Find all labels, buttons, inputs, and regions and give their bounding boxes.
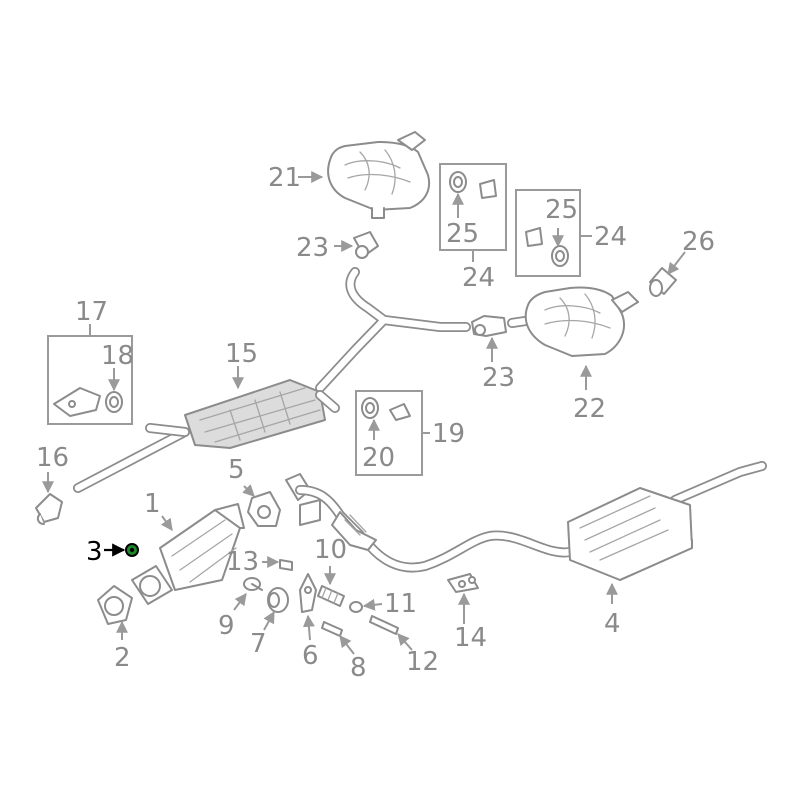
- callout-17: 17: [75, 297, 108, 327]
- front-exhaust-pipe: [285, 473, 377, 551]
- callout-23-lower: 23: [482, 363, 515, 393]
- clamp-part-23-lower: [471, 315, 507, 337]
- bushing-part-7: [267, 587, 289, 613]
- callout-20: 20: [362, 443, 395, 473]
- hanger-part-6: [299, 573, 317, 613]
- clip-part-19: [389, 403, 411, 421]
- main-exhaust-pipe: [360, 461, 767, 573]
- rubber-mount-part-25-right: [551, 245, 569, 267]
- y-pipe: [315, 267, 471, 393]
- callout-25-left: 25: [446, 219, 479, 249]
- main-muffler-part-4: [567, 487, 693, 581]
- callout-26: 26: [682, 227, 715, 257]
- callout-22: 22: [573, 394, 606, 424]
- callout-12: 12: [406, 647, 439, 677]
- callout-9: 9: [218, 611, 235, 641]
- bracket-part-14: [447, 573, 479, 593]
- center-muffler-part-15: [145, 379, 340, 449]
- callout-7: 7: [250, 629, 267, 659]
- bolt-part-8: [321, 621, 343, 637]
- callout-24-right: 24: [594, 222, 627, 252]
- rubber-mount-part-25-left: [449, 171, 467, 193]
- kit-box-24-right: [515, 189, 581, 277]
- leader-lines: [42, 171, 686, 655]
- bolt-part-13: [279, 559, 293, 571]
- callout-25-right: 25: [545, 195, 578, 225]
- rubber-mount-part-18: [105, 391, 123, 413]
- callout-8: 8: [350, 653, 367, 683]
- spring-part-10: [317, 585, 345, 607]
- callout-15: 15: [225, 339, 258, 369]
- clamp-part-23-upper: [353, 231, 379, 259]
- rear-right-muffler-part-22: [524, 286, 639, 357]
- bolt-part-12: [369, 615, 399, 635]
- tailpipe-tip-part-26: [649, 267, 677, 297]
- rear-left-muffler-part-21: [327, 131, 430, 219]
- callout-3: 3: [86, 537, 103, 567]
- callout-19: 19: [432, 419, 465, 449]
- callout-labels: 21 23 25 24 25 24 26 17 18 15 23 22 20 1…: [36, 163, 715, 683]
- callout-24-left: 24: [462, 263, 495, 293]
- callout-6: 6: [302, 641, 319, 671]
- catalytic-converter-part-1: [131, 503, 245, 605]
- callout-10: 10: [314, 535, 347, 565]
- clip-part-24-left: [479, 179, 497, 199]
- callout-23-upper: 23: [296, 233, 329, 263]
- callout-18: 18: [101, 341, 134, 371]
- bracket-part-17: [53, 387, 101, 417]
- callout-1: 1: [144, 489, 161, 519]
- callout-4: 4: [604, 609, 621, 639]
- gasket-part-2: [97, 585, 133, 625]
- front-clamp-part-16: [35, 493, 63, 525]
- washer-part-11: [349, 601, 363, 613]
- flange-gasket-part-5: [247, 491, 281, 527]
- callout-14: 14: [454, 623, 487, 653]
- callout-16: 16: [36, 443, 69, 473]
- front-pipe-section: [73, 427, 190, 493]
- callout-13: 13: [226, 547, 259, 577]
- rubber-mount-part-20: [361, 397, 379, 419]
- washer-part-9: [243, 577, 263, 591]
- callout-2: 2: [114, 643, 131, 673]
- clip-part-24-right: [525, 227, 543, 247]
- callout-5: 5: [228, 455, 245, 485]
- callout-11: 11: [384, 589, 417, 619]
- callout-21: 21: [268, 163, 301, 193]
- nut-part-3: [125, 543, 139, 557]
